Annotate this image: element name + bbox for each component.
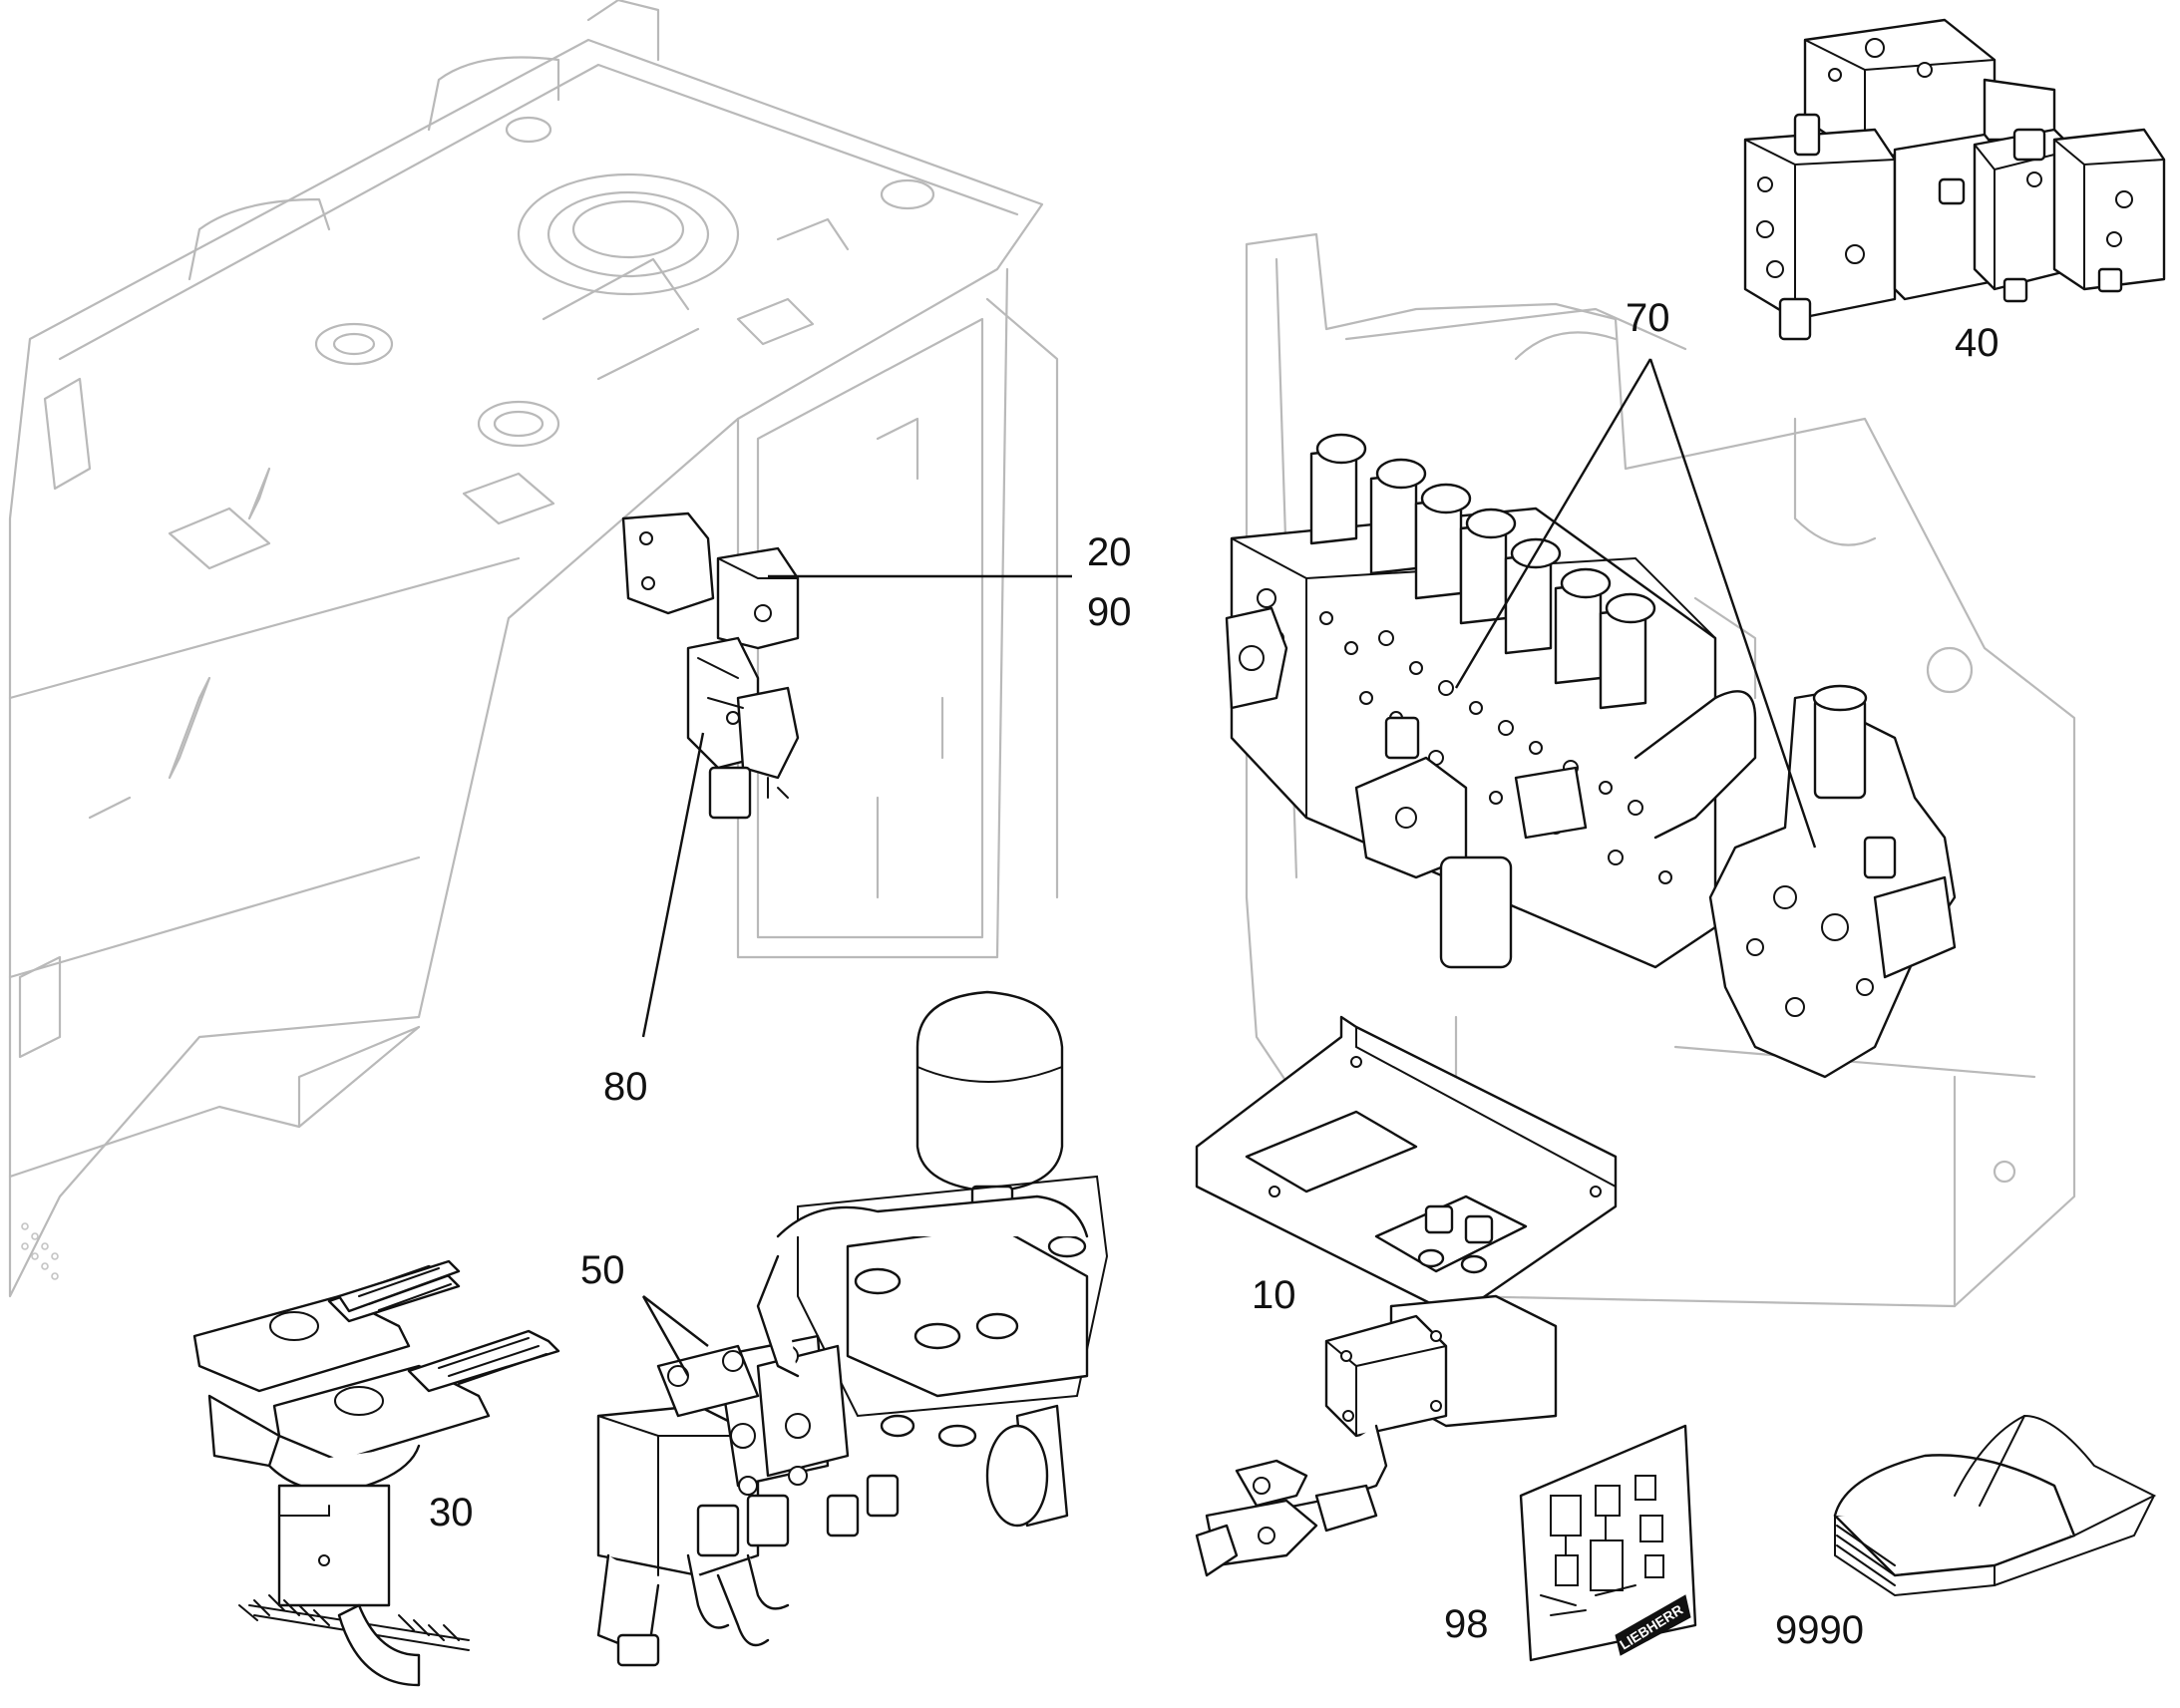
machine-frame-ghost (8, 0, 1059, 1298)
control-panel-plate-part (1195, 1015, 1618, 1577)
control-block-part (621, 512, 800, 820)
valve-block-part (1743, 18, 2166, 341)
valve-assembly-part (1225, 433, 1957, 1079)
callout-70: 70 (1626, 296, 1670, 340)
callout-10: 10 (1252, 1273, 1296, 1317)
callout-20: 20 (1087, 530, 1132, 574)
manual-book-part (1833, 1414, 2157, 1597)
foot-pedals-part (192, 1259, 560, 1687)
leader-lines (641, 358, 1817, 1377)
callout-50: 50 (580, 1248, 625, 1292)
leader-70-left (1454, 358, 1652, 689)
callout-9990: 9990 (1775, 1608, 1864, 1652)
callout-90: 90 (1087, 590, 1132, 634)
accumulator-valves-part (596, 990, 1109, 1667)
leader-80 (641, 732, 705, 1038)
callout-80: 80 (603, 1065, 648, 1109)
leader-70-right (1648, 358, 1817, 849)
callout-40: 40 (1955, 321, 1999, 365)
callout-98: 98 (1444, 1602, 1489, 1646)
callout-labels: 20 90 80 70 40 50 10 30 98 9990 (429, 296, 1999, 1652)
decal-sheet-part: LIEBHERR (1519, 1424, 1697, 1662)
leader-50-right (642, 1295, 709, 1347)
leader-50-left (641, 1295, 690, 1377)
callout-30: 30 (429, 1491, 474, 1535)
